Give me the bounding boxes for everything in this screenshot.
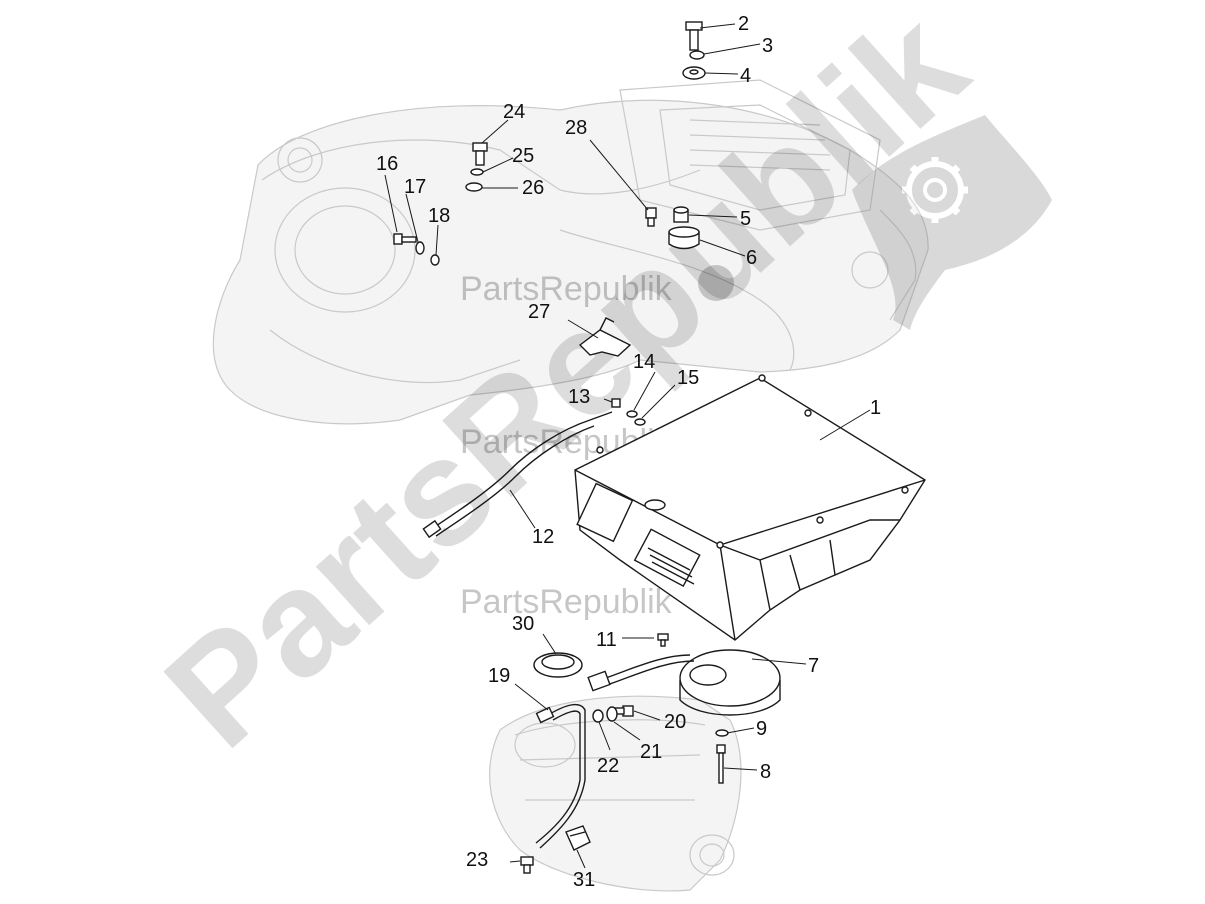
part-26-washer[interactable]	[465, 182, 483, 192]
part-3-washer[interactable]	[689, 50, 705, 60]
part-11-screw[interactable]	[657, 633, 669, 647]
callout-24[interactable]: 24	[503, 101, 525, 123]
part-2-bolt[interactable]	[685, 21, 703, 51]
callout-8[interactable]: 8	[760, 761, 771, 783]
callout-23[interactable]: 23	[466, 849, 488, 871]
callout-27[interactable]: 27	[528, 301, 550, 323]
callout-12[interactable]: 12	[532, 526, 554, 548]
callout-18[interactable]: 18	[428, 205, 450, 227]
callout-1[interactable]: 1	[870, 397, 881, 419]
callout-20[interactable]: 20	[664, 711, 686, 733]
callout-11[interactable]: 11	[596, 629, 617, 651]
part-14-washer[interactable]	[626, 410, 638, 418]
callout-4[interactable]: 4	[740, 65, 751, 87]
gear-flag-icon	[852, 115, 1052, 330]
callout-30[interactable]: 30	[512, 613, 534, 635]
callout-15[interactable]: 15	[677, 367, 699, 389]
part-23-screw[interactable]	[520, 856, 534, 874]
part-13-screw[interactable]	[611, 398, 621, 408]
part-7-sensor-ring[interactable]	[587, 649, 781, 716]
callout-22[interactable]: 22	[597, 755, 619, 777]
callout-6[interactable]: 6	[746, 247, 757, 269]
part-15-washer[interactable]	[634, 418, 646, 426]
part-22-washer[interactable]	[592, 709, 604, 723]
part-18-nut[interactable]	[430, 254, 440, 266]
callout-28[interactable]: 28	[565, 117, 587, 139]
callout-26[interactable]: 26	[522, 177, 544, 199]
part-24-bolt[interactable]	[472, 142, 488, 166]
part-1-control-unit[interactable]	[574, 374, 926, 641]
part-31-clip[interactable]	[565, 825, 591, 851]
part-12-cable[interactable]	[422, 411, 613, 539]
callout-9[interactable]: 9	[756, 718, 767, 740]
callout-25[interactable]: 25	[512, 145, 534, 167]
part-30-grommet[interactable]	[533, 652, 583, 678]
watermark-small-text-3: PartsRepublik	[460, 583, 673, 621]
callout-3[interactable]: 3	[762, 35, 773, 57]
part-9-washer[interactable]	[715, 729, 729, 737]
part-28-bolt[interactable]	[645, 207, 657, 227]
watermark-small-text-1: PartsRepublik	[460, 270, 673, 308]
callout-17[interactable]: 17	[404, 176, 426, 198]
ghost-frame	[212, 79, 929, 892]
callout-2[interactable]: 2	[738, 13, 749, 35]
part-19-cable[interactable]	[535, 703, 586, 849]
part-25-washer[interactable]	[470, 168, 484, 176]
callout-21[interactable]: 21	[640, 741, 662, 763]
part-6-rubber-mount[interactable]	[668, 226, 700, 250]
callout-16[interactable]: 16	[376, 153, 398, 175]
gear-icon	[698, 265, 734, 301]
part-5-spacer[interactable]	[673, 206, 689, 223]
part-27-bracket[interactable]	[578, 317, 632, 357]
hardware	[393, 21, 729, 874]
part-21-washer[interactable]	[606, 706, 618, 722]
callout-7[interactable]: 7	[808, 655, 819, 677]
callout-5[interactable]: 5	[740, 208, 751, 230]
part-8-bolt[interactable]	[716, 744, 726, 784]
callout-19[interactable]: 19	[488, 665, 510, 687]
part-16-bolt[interactable]	[393, 233, 417, 245]
watermark-small-1: PartsRepublik	[460, 265, 734, 308]
callout-14[interactable]: 14	[633, 351, 655, 373]
callout-13[interactable]: 13	[568, 386, 590, 408]
part-4-washer[interactable]	[682, 66, 706, 80]
part-17-washer[interactable]	[415, 241, 425, 255]
callout-labels: 1 2 3 4 5 6 7 8 9 11 12 13 14 15 16 17 1…	[376, 13, 881, 891]
callout-31[interactable]: 31	[573, 869, 595, 891]
leader-lines	[384, 23, 871, 869]
